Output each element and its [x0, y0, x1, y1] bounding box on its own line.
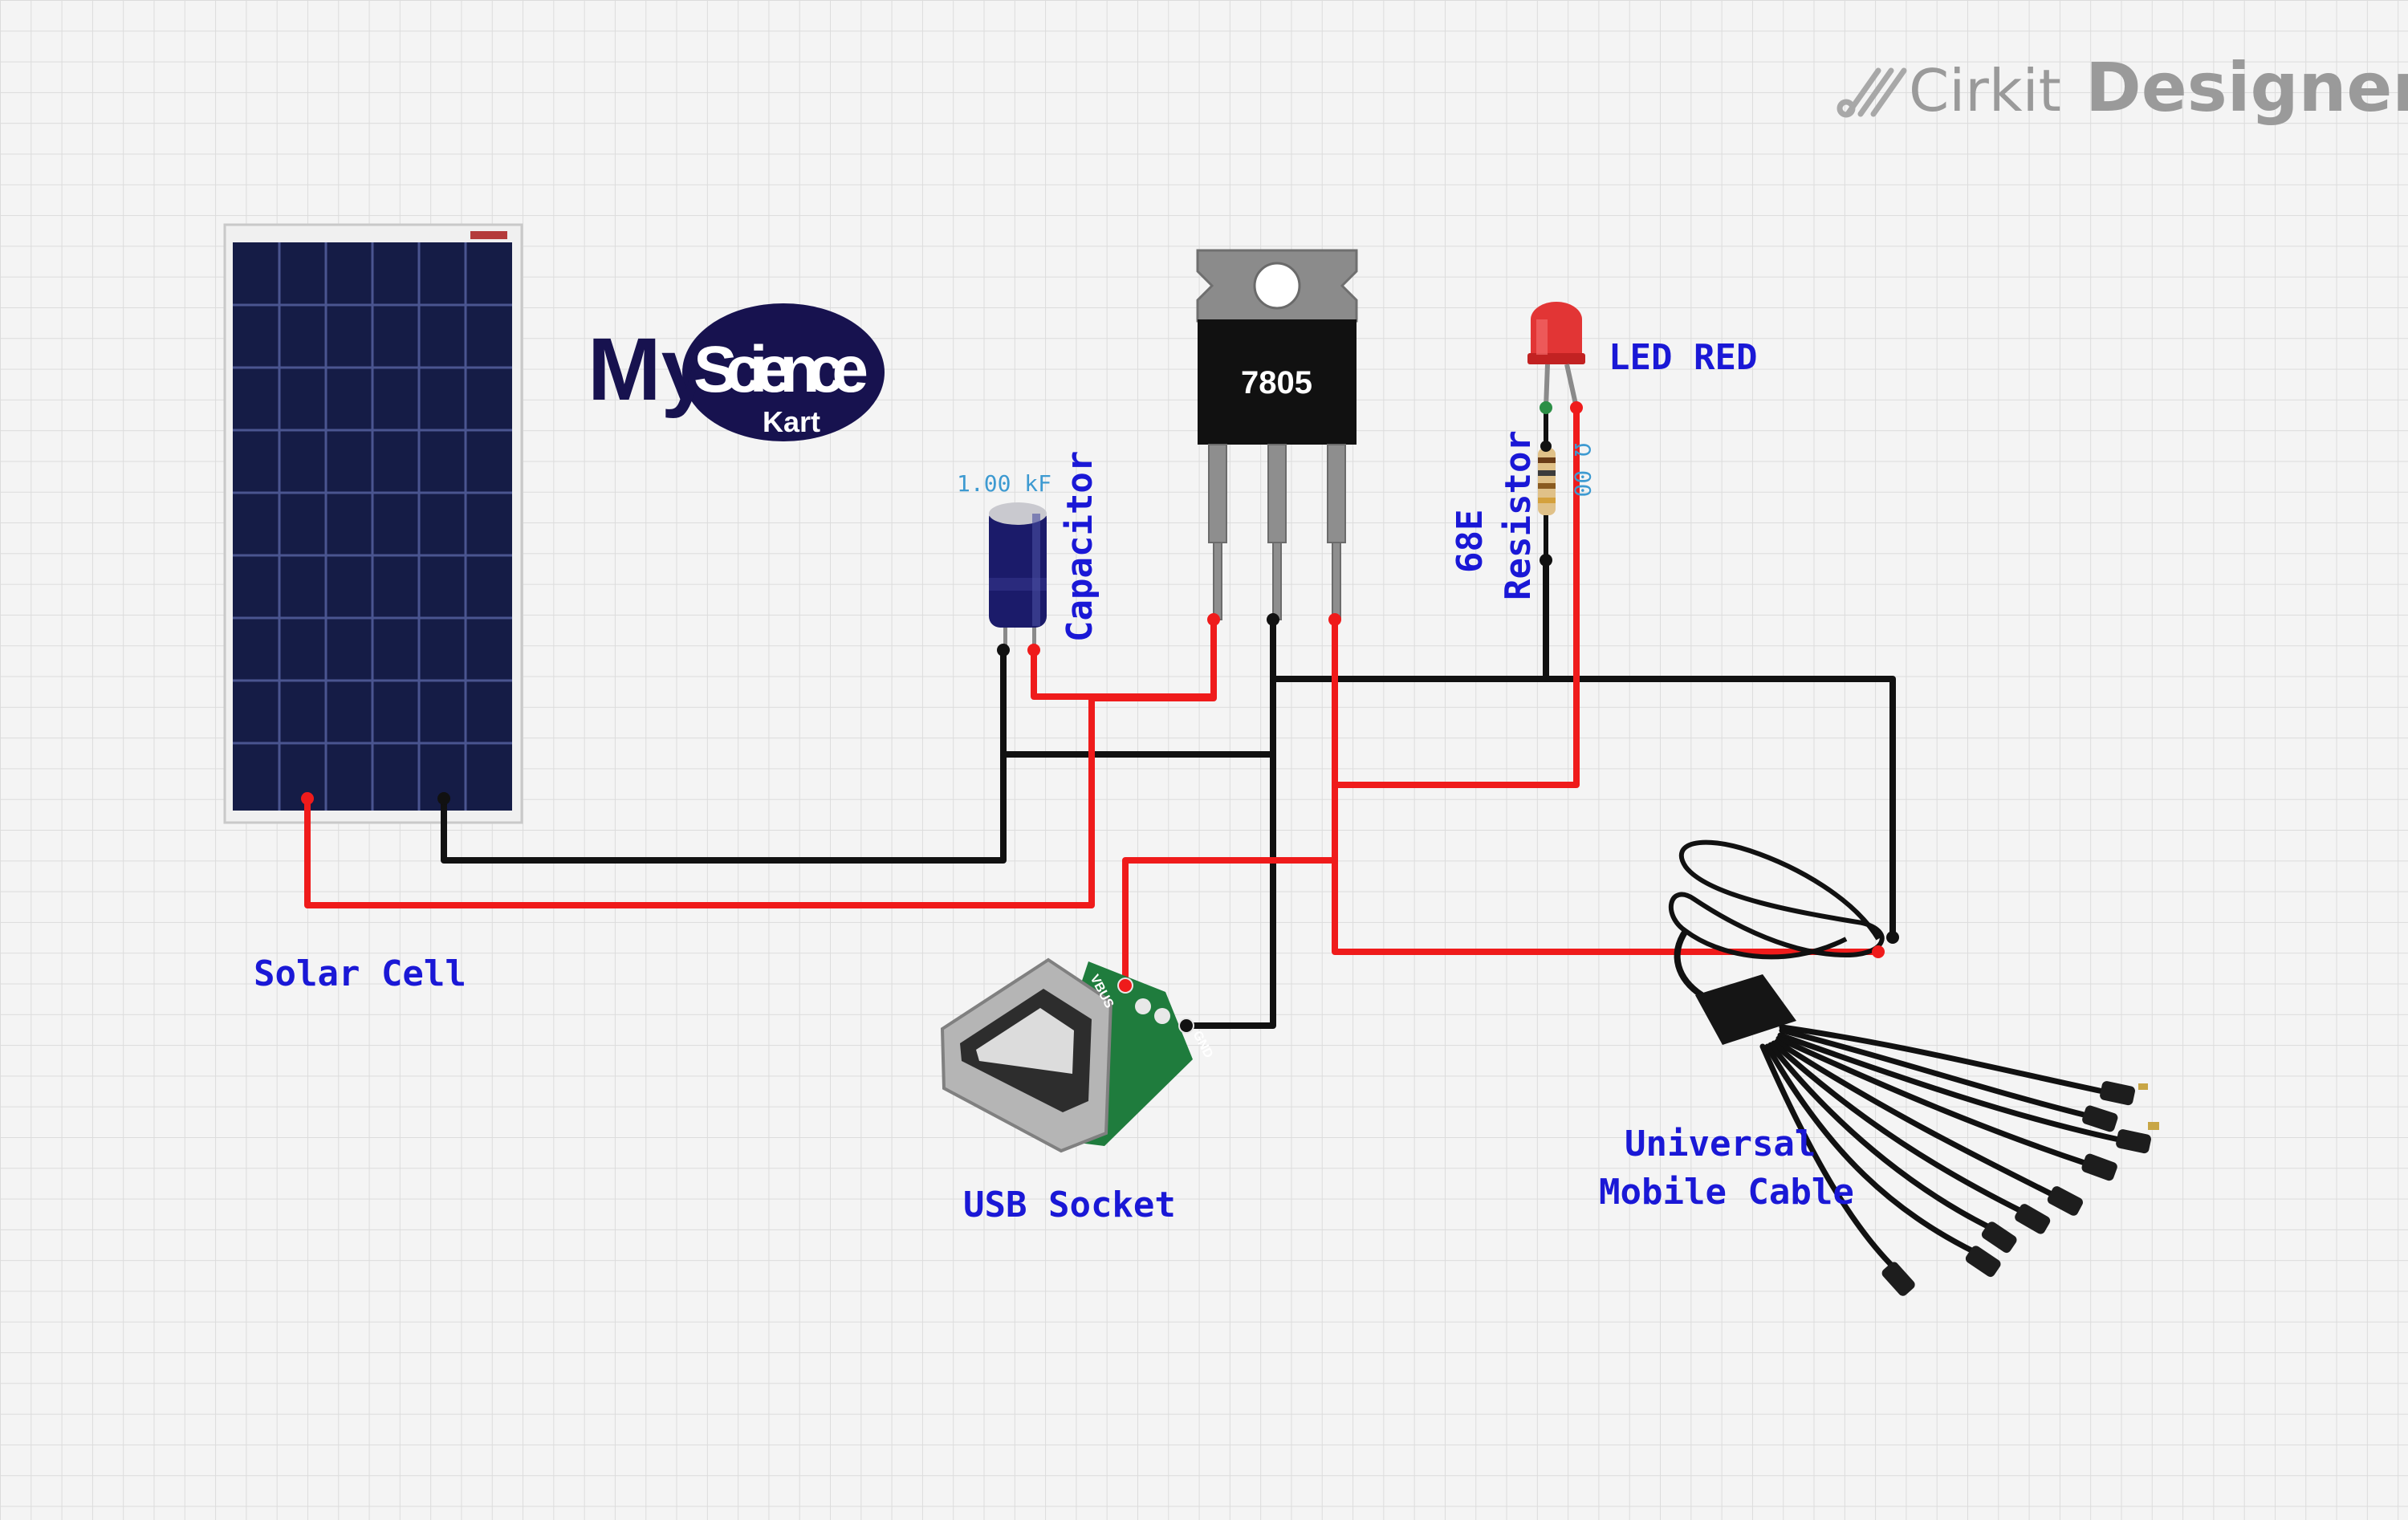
- logo-big: Science: [694, 333, 868, 406]
- voltage-regulator-7805[interactable]: 7805: [1196, 249, 1358, 620]
- wire-cap-negative: [1000, 619, 1276, 758]
- wire-solar-negative: [441, 647, 1007, 864]
- regulator-label: 7805: [1241, 365, 1312, 400]
- solar-panel[interactable]: [223, 223, 523, 824]
- brand-prefix: Cirkit: [1909, 57, 2061, 124]
- regulator-body: [1198, 319, 1357, 445]
- solar-cell-grid: [233, 242, 512, 811]
- usb-pin-gnd: GND: [1190, 1029, 1215, 1060]
- ground-wires: [441, 557, 1896, 1029]
- red-led[interactable]: [1527, 302, 1585, 408]
- myscience-kart-logo: My Science Kart: [588, 303, 885, 441]
- label-resistor-value: 68E: [1450, 510, 1491, 573]
- wire-usb-ground: [1183, 619, 1276, 1029]
- pin-markers: [301, 401, 1899, 1032]
- regulator-legs: [1208, 444, 1346, 620]
- cable-splitter: [1695, 974, 1796, 1045]
- cable-leads: [1759, 1024, 2122, 1271]
- label-capacitor-value: 1.00 kF: [957, 470, 1051, 497]
- positive-wires: [304, 404, 1881, 989]
- label-capacitor: Capacitor: [1060, 451, 1100, 642]
- label-resistor: Resistor: [1498, 430, 1539, 600]
- label-usb-socket: USB Socket: [963, 1185, 1176, 1225]
- cable-connector-tips: [1881, 1081, 2151, 1296]
- label-resistor-ohms: Ω 00: [1569, 443, 1596, 497]
- wire-regulator-out: [1332, 616, 1881, 955]
- panel-brand-tag: [470, 231, 507, 239]
- logo-prefix: My: [588, 320, 710, 419]
- wire-cap-positive: [1031, 647, 1217, 700]
- cirkit-designer-brand: Cirkit Designer: [1837, 48, 2408, 127]
- label-cable-line2: Mobile Cable: [1599, 1172, 1854, 1213]
- wire-led-anode: [1332, 404, 1580, 788]
- resistor-68e[interactable]: [1538, 408, 1556, 560]
- label-cable-line1: Universal: [1625, 1124, 1816, 1164]
- label-led: LED RED: [1609, 337, 1757, 378]
- cirkit-logo-icon: [1837, 67, 1907, 118]
- wire-usb-vbus: [1122, 857, 1338, 989]
- brand-name: Designer: [2085, 48, 2408, 127]
- cable-coil: [1669, 839, 1885, 960]
- logo-small: Kart: [763, 405, 820, 438]
- electrolytic-capacitor[interactable]: [989, 502, 1047, 652]
- universal-mobile-cable[interactable]: [1669, 839, 2159, 1299]
- usb-socket[interactable]: VBUS GND: [940, 957, 1215, 1153]
- regulator-mount-hole: [1253, 262, 1301, 310]
- label-solar-cell: Solar Cell: [254, 953, 466, 994]
- wire-solar-positive: [304, 616, 1217, 908]
- wire-ground-bus: [1270, 671, 1896, 941]
